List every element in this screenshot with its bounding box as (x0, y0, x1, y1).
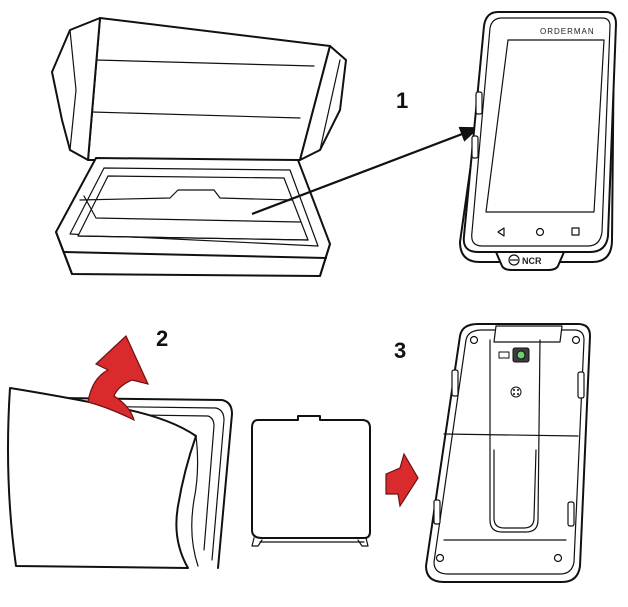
step-2-label: 2 (156, 326, 168, 351)
pointer-arrow-icon (251, 126, 480, 216)
recent-apps-icon (571, 227, 580, 236)
step-3-label: 3 (394, 338, 406, 363)
red-arrow-icon (87, 334, 150, 422)
back-icon (497, 227, 505, 237)
box-icon (51, 17, 347, 277)
battery-cover-icon (251, 415, 371, 547)
home-icon (535, 227, 545, 237)
device-brand-label: ORDERMAN (540, 27, 595, 36)
device-front-icon: ORDERMAN NCR (459, 11, 617, 271)
device-maker-label: NCR (522, 256, 542, 266)
red-arrow-icon (385, 452, 419, 508)
protective-film-icon: MAN (7, 334, 233, 569)
device-back-icon (425, 323, 591, 583)
step-1-label: 1 (396, 88, 408, 113)
